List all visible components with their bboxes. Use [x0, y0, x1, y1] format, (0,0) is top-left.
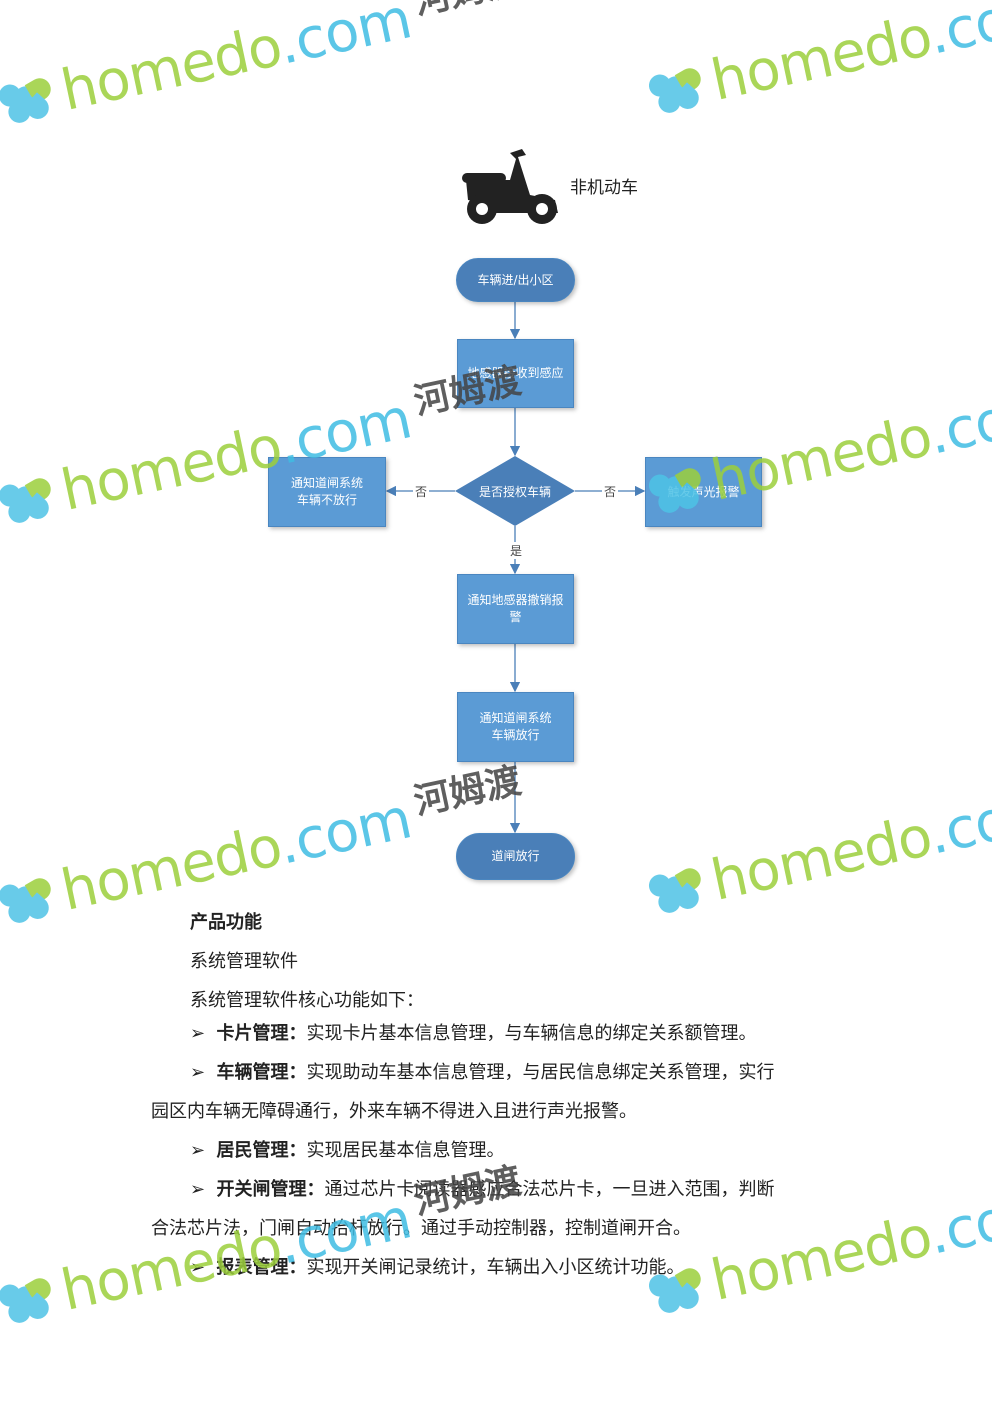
intro-text: 系统管理软件核心功能如下： — [190, 990, 424, 1011]
vehicle-type-title: 非机动车 — [570, 178, 638, 198]
section-heading: 产品功能 — [190, 912, 262, 933]
no-label-right: 否 — [602, 483, 619, 500]
flow-allow-node: 通知道闸系统车辆放行 — [457, 692, 574, 762]
flow-cancel-alarm-node: 通知地感器撤销报警 — [457, 574, 574, 644]
bullet-text: 实现卡片基本信息管理，与车辆信息的绑定关系额管理。 — [306, 1023, 757, 1044]
flower-logo-icon — [0, 1260, 63, 1334]
bullet-resident: ➢ 居民管理：实现居民基本信息管理。 — [190, 1136, 505, 1162]
bullet-marker: ➢ — [190, 1179, 206, 1200]
flow-deny-node: 通知道闸系统车辆不放行 — [268, 457, 386, 527]
flow-start-node: 车辆进/出小区 — [456, 258, 575, 302]
flow-sensor-node: 地感器接收到感应 — [457, 339, 574, 408]
bullet-gate-cont: 合法芯片法，门闸自动抬杆放行。通过手动控制器，控制道闸开合。 — [151, 1218, 691, 1239]
yes-label: 是 — [508, 542, 525, 559]
bullet-marker: ➢ — [190, 1062, 206, 1083]
bullet-report: ➢ 报表管理：实现开关闸记录统计，车辆出入小区统计功能。 — [190, 1253, 685, 1279]
bullet-vehicle-cont: 园区内车辆无障碍通行，外来车辆不得进入且进行声光报警。 — [151, 1101, 637, 1122]
bullet-gate: ➢ 开关闸管理：通过芯片卡阅读器感应合法芯片卡，一旦进入范围，判断 — [190, 1175, 775, 1201]
bullet-text: 实现助动车基本信息管理，与居民信息绑定关系管理，实行 — [306, 1062, 775, 1083]
bullet-text: 实现居民基本信息管理。 — [306, 1140, 505, 1161]
flow-decision-node: 是否授权车辆 — [455, 456, 575, 526]
bullet-term: 卡片管理： — [216, 1023, 307, 1044]
flow-decision-label: 是否授权车辆 — [478, 484, 551, 499]
flowchart-connectors — [385, 302, 646, 834]
bullet-term: 开关闸管理： — [216, 1179, 325, 1200]
bullet-marker: ➢ — [190, 1023, 206, 1044]
bullet-term: 车辆管理： — [216, 1062, 307, 1083]
bullet-vehicle: ➢ 车辆管理：实现助动车基本信息管理，与居民信息绑定关系管理，实行 — [190, 1058, 775, 1084]
bullet-text: 通过芯片卡阅读器感应合法芯片卡，一旦进入范围，判断 — [324, 1179, 775, 1200]
subheading: 系统管理软件 — [190, 951, 298, 972]
bullet-term: 居民管理： — [216, 1140, 307, 1161]
flow-alarm-node: 触发声光报警 — [645, 457, 762, 527]
bullet-term: 报表管理： — [216, 1257, 307, 1278]
bullet-marker: ➢ — [190, 1140, 206, 1161]
bullet-text: 实现开关闸记录统计，车辆出入小区统计功能。 — [306, 1257, 685, 1278]
bullet-marker: ➢ — [190, 1257, 206, 1278]
bullet-card: ➢ 卡片管理：实现卡片基本信息管理，与车辆信息的绑定关系额管理。 — [190, 1019, 757, 1045]
no-label-left: 否 — [413, 483, 430, 500]
scooter-icon — [462, 149, 558, 224]
flow-end-node: 道闸放行 — [456, 833, 575, 880]
